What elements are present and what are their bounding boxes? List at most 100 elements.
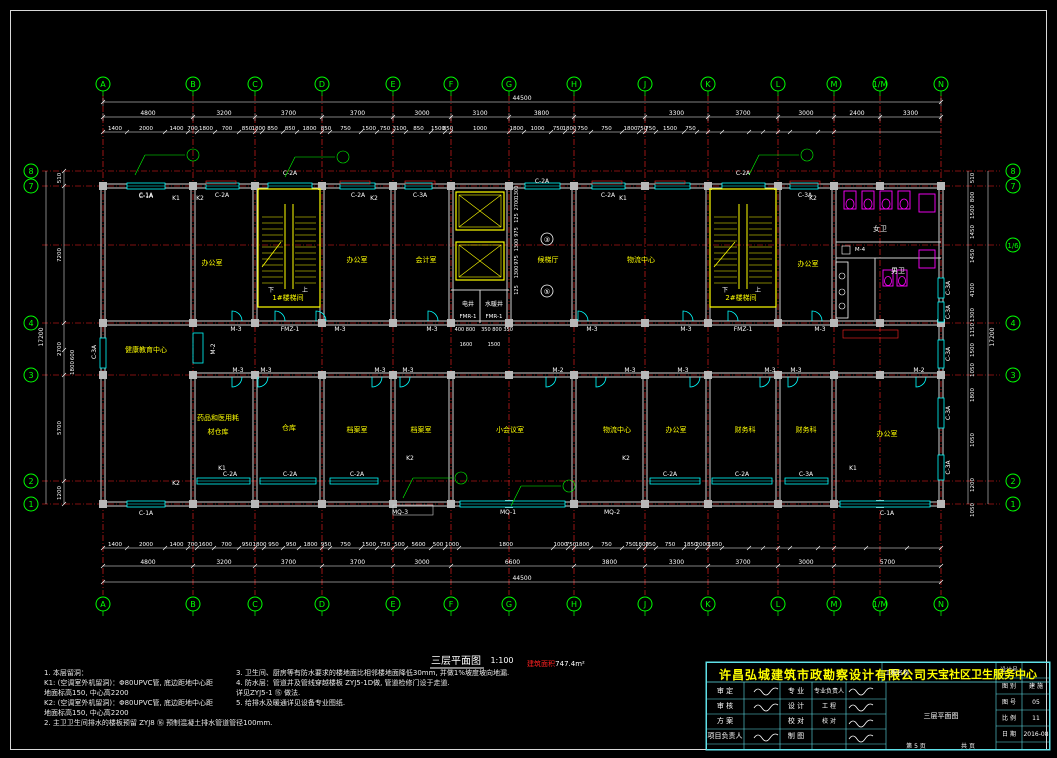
dim-bottom-l3-value: 1600 bbox=[199, 542, 213, 548]
dim-right-value: 1500 bbox=[970, 205, 976, 219]
door-label: M-3 bbox=[814, 326, 825, 333]
door-swing bbox=[231, 310, 243, 322]
dim-bottom-l2-value: 3700 bbox=[281, 559, 296, 566]
titleblock-role: 审 核 bbox=[717, 701, 733, 710]
axis-label: L bbox=[776, 600, 781, 609]
note-k2-2: 地面标高150, 中心高2200 bbox=[44, 709, 129, 717]
dim-bottom-l2-tick bbox=[252, 563, 258, 569]
dim-bottom-l3-tick bbox=[636, 545, 642, 551]
window-sill-marker bbox=[205, 180, 237, 185]
window-label: C-2A bbox=[735, 471, 750, 478]
room-label-male-wc: 男卫 bbox=[891, 267, 905, 275]
dim-bottom-l3-tick bbox=[403, 545, 409, 551]
door-swing bbox=[257, 376, 269, 388]
dim-top-l3-tick bbox=[358, 129, 364, 135]
dim-bottom-l3-tick bbox=[653, 545, 659, 551]
k-label: K1 bbox=[619, 195, 627, 202]
annotation-leader bbox=[134, 154, 146, 176]
elevator-2-inner bbox=[458, 244, 502, 278]
signature bbox=[848, 687, 874, 696]
dim-top-l3-tick bbox=[280, 129, 286, 135]
titleblock-role: 专 业 bbox=[788, 686, 804, 695]
dim-right-value: 800 bbox=[970, 191, 976, 202]
dim-top-l2-value: 3200 bbox=[216, 110, 231, 117]
window-label: C-3A bbox=[945, 280, 952, 295]
dim-bottom-l3-tick bbox=[374, 545, 380, 551]
k-label: K1 bbox=[172, 195, 180, 202]
titleblock-right-label: 日 期 bbox=[1002, 730, 1016, 738]
column bbox=[830, 500, 838, 508]
stair-2-arrow bbox=[713, 241, 736, 268]
toilet-bowl bbox=[845, 198, 855, 210]
window-label: C-3A bbox=[945, 459, 952, 474]
drawing-title: 三层平面图 bbox=[431, 655, 481, 667]
door-swing bbox=[595, 376, 607, 388]
dim-top-l3-value: 1800 bbox=[303, 126, 317, 132]
dim-bottom-l2-tick bbox=[831, 563, 837, 569]
column bbox=[570, 182, 578, 190]
column bbox=[318, 182, 326, 190]
project-name: 天宝社区卫生服务中心 bbox=[927, 668, 1037, 681]
dim-bottom-l3-value: 1800 bbox=[635, 542, 649, 548]
column bbox=[774, 500, 782, 508]
sink-fixture bbox=[838, 272, 846, 280]
door-label: M-3 bbox=[677, 367, 688, 374]
dim-bottom-l2-tick bbox=[390, 563, 396, 569]
axis-label: 3 bbox=[28, 371, 33, 380]
axis-label: F bbox=[449, 80, 454, 89]
dim-bottom-l2-value: 3000 bbox=[414, 559, 429, 566]
axis-label: 3 bbox=[1010, 371, 1015, 380]
axis-label: 1/M bbox=[873, 600, 888, 609]
column bbox=[876, 319, 884, 327]
room-label-finance: 会计室 bbox=[416, 255, 437, 264]
k-label: K1 bbox=[849, 465, 857, 472]
dim-bottom-l2-value: 3800 bbox=[602, 559, 617, 566]
annotation-leader bbox=[402, 477, 414, 499]
dim-right-value: 1300 bbox=[970, 308, 976, 322]
stair-down-label: 下 bbox=[722, 287, 728, 294]
axis-label: H bbox=[571, 80, 577, 89]
column bbox=[876, 182, 884, 190]
room-label-finance-k: 财务科 bbox=[735, 425, 756, 434]
elevator-dim-value: 125 bbox=[514, 213, 520, 223]
column bbox=[774, 371, 782, 379]
dim-bottom-l3-value: 1800 bbox=[576, 542, 590, 548]
titleblock-right-label: 图 号 bbox=[1002, 699, 1016, 706]
column bbox=[447, 371, 455, 379]
dim-bottom-l3-value: 1400 bbox=[108, 542, 122, 548]
door-swing bbox=[315, 310, 327, 322]
column bbox=[704, 500, 712, 508]
annotation-leader bbox=[748, 154, 760, 176]
elevator-dim-value: 1300 bbox=[514, 186, 520, 199]
dim-top-l3-tick bbox=[390, 129, 396, 135]
annotation-callout bbox=[454, 471, 468, 485]
dim-bottom-l3-tick bbox=[296, 545, 302, 551]
door-label: FMZ-1 bbox=[281, 326, 300, 333]
room-label-finance-l: 财务科 bbox=[796, 425, 817, 434]
axis-label: E bbox=[390, 80, 395, 89]
room-label-archive: 档案室 bbox=[347, 425, 368, 434]
window-label: C-1A bbox=[139, 192, 154, 199]
dim-bottom-total-tick bbox=[938, 579, 944, 585]
dim-top-l3-tick bbox=[588, 129, 594, 135]
dim-bottom-l2-value: 3300 bbox=[669, 559, 684, 566]
dim-bottom-l3-value: 750 bbox=[566, 542, 577, 548]
axis-bubble-left bbox=[23, 473, 39, 489]
dim-left-value: 600 bbox=[70, 349, 76, 360]
dim-top-l3-tick bbox=[403, 129, 409, 135]
dim-bottom-l3-tick bbox=[442, 545, 448, 551]
window-label: C-2A bbox=[350, 471, 365, 478]
dim-top-l3-value: 1800 bbox=[624, 126, 638, 132]
elevator-1 bbox=[455, 191, 505, 231]
dim-left-tick bbox=[61, 478, 67, 484]
axis-label: K bbox=[705, 80, 711, 89]
dim-bottom-l3-value: 1000 bbox=[554, 542, 568, 548]
dim-top-l3-tick bbox=[694, 129, 700, 135]
room-label-office-l: 办公室 bbox=[798, 259, 819, 268]
axis-label: 1 bbox=[28, 500, 33, 509]
dim-right-value: 1050 bbox=[970, 363, 976, 377]
axis-label: A bbox=[100, 600, 106, 609]
dim-top-l2-value: 3300 bbox=[903, 110, 918, 117]
dim-bottom-l3-tick bbox=[863, 545, 869, 551]
axis-bubble-left bbox=[23, 178, 39, 194]
